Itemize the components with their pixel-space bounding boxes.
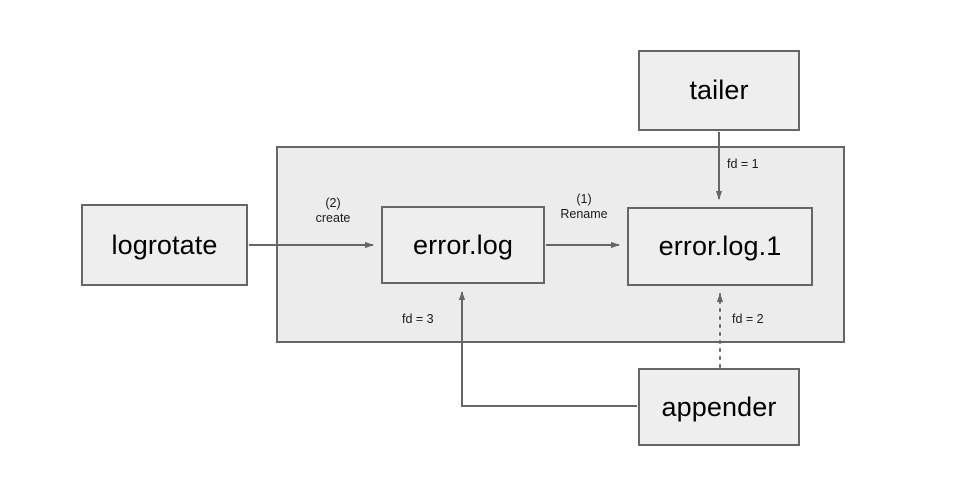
node-appender-label: appender [661,391,777,422]
edge-label-fd2: fd = 2 [732,312,764,326]
edge-label-rename-action: Rename [560,206,608,221]
edge-label-rename: (1) Rename [550,192,618,222]
node-tailer-label: tailer [689,75,749,105]
node-error-log-1[interactable]: error.log.1 [627,207,813,286]
node-error-log-1-label: error.log.1 [658,231,782,261]
node-logrotate-label: logrotate [111,229,218,260]
edge-label-fd3: fd = 3 [402,312,434,326]
edge-label-create-step: (2) [325,196,341,210]
node-appender[interactable]: appender [638,368,800,446]
node-tailer[interactable]: tailer [638,50,800,131]
node-logrotate[interactable]: logrotate [81,204,248,286]
node-error-log[interactable]: error.log [381,206,545,284]
edge-label-fd1: fd = 1 [727,157,759,171]
node-error-log-label: error.log [413,229,513,260]
edge-label-rename-step: (1) [576,192,592,206]
edge-label-create-action: create [315,210,351,225]
edge-label-create: (2) create [302,196,364,226]
